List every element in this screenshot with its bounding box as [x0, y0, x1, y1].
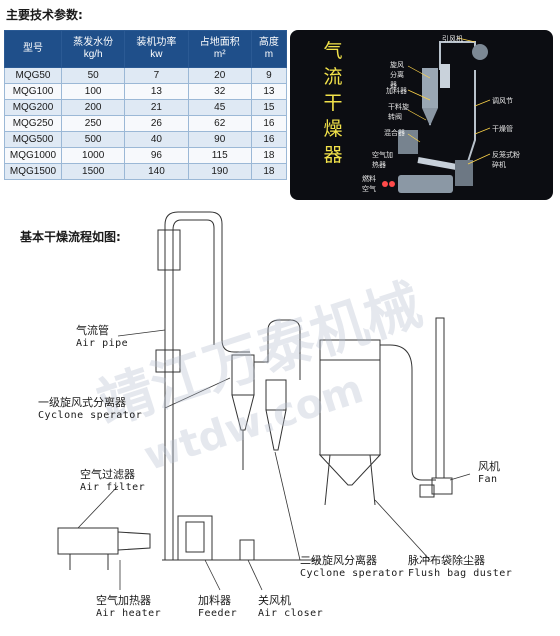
label-air-closer: 关风机 Air closer	[258, 592, 323, 619]
label-cyclone-1: 一级旋风式分离器 Cyclone sperator	[38, 394, 142, 421]
photo-label-mixer: 混合器	[384, 129, 405, 137]
cell: 13	[124, 83, 189, 100]
label-feeder: 加料器 Feeder	[198, 592, 237, 619]
label-en: Feeder	[198, 608, 238, 619]
photo-title: 气流干燥器	[323, 40, 343, 166]
photo-label-dry-pipe: 干燥管	[492, 125, 513, 133]
label-en: Air pipe	[76, 338, 129, 349]
photo-label-damper: 调风节	[492, 97, 513, 105]
dryer-photo-illustration	[382, 37, 491, 193]
photo-label-cyclone: 旋风分离器	[390, 61, 404, 89]
label-cn: 风机	[478, 460, 500, 473]
cell: 16	[250, 115, 288, 132]
label-en: Air filter	[80, 482, 146, 493]
label-cyclone-2: 二级旋风分离器 Cyclone sperator	[300, 552, 404, 579]
cell: MQG1500	[4, 163, 62, 180]
photo-label-fan: 引风机	[442, 35, 463, 43]
photo-label-heater: 空气加热器	[372, 151, 393, 169]
label-en: Cyclone sperator	[300, 568, 405, 579]
label-en: Air closer	[258, 608, 324, 619]
label-fan: 风机 Fan	[478, 458, 500, 485]
cell: 21	[124, 99, 189, 116]
cell: 20	[187, 67, 252, 84]
label-cn: 关风机	[258, 594, 291, 607]
photo-label-fuel: 燃料空气	[362, 175, 376, 193]
label-cn: 二级旋风分离器	[300, 554, 377, 567]
cell: MQG1000	[4, 147, 62, 164]
photo-label-feeder: 加料器	[386, 87, 407, 95]
label-en: Cyclone sperator	[38, 410, 143, 421]
label-cn: 空气过滤器	[80, 468, 135, 481]
cell: 200	[60, 99, 126, 116]
label-bag-duster: 脉冲布袋除尘器 Flush bag duster	[408, 552, 512, 579]
flow-title: 基本干燥流程如图:	[20, 230, 121, 244]
cell: MQG200	[4, 99, 62, 116]
photo-label-dry-feeder: 干料旋转阀	[388, 103, 409, 121]
cell: 90	[187, 131, 252, 148]
label-air-filter: 空气过滤器 Air filter	[80, 466, 145, 493]
cell: 100	[60, 83, 126, 100]
cell: MQG50	[4, 67, 62, 84]
cell: 115	[187, 147, 252, 164]
label-cn: 空气加热器	[96, 594, 151, 607]
cell: 140	[124, 163, 189, 180]
dryer-photo-panel: 气流干燥器 引风机 旋风分离器 加料器 干料旋转阀 混合器 空气加热器	[290, 30, 553, 200]
cell: 1000	[60, 147, 126, 164]
cell: 18	[250, 147, 288, 164]
label-en: Air heater	[96, 608, 162, 619]
label-air-heater: 空气加热器 Air heater	[96, 592, 161, 619]
label-cn: 加料器	[198, 594, 231, 607]
photo-label-crusher: 反笼式粉碎机	[492, 151, 520, 169]
cell: 15	[250, 99, 288, 116]
cell: 96	[124, 147, 189, 164]
cell: 26	[124, 115, 189, 132]
label-air-pipe: 气流管 Air pipe	[76, 322, 128, 349]
cell: 50	[60, 67, 126, 84]
label-en: Fan	[478, 474, 498, 485]
cell: 16	[250, 131, 288, 148]
label-cn: 气流管	[76, 324, 109, 337]
label-cn: 脉冲布袋除尘器	[408, 554, 485, 567]
label-en: Flush bag duster	[408, 568, 513, 579]
cell: 18	[250, 163, 288, 180]
cell: 190	[187, 163, 252, 180]
cell: MQG250	[4, 115, 62, 132]
spec-title: 主要技术参数:	[6, 8, 83, 22]
cell: 1500	[60, 163, 126, 180]
label-cn: 一级旋风式分离器	[38, 396, 126, 409]
